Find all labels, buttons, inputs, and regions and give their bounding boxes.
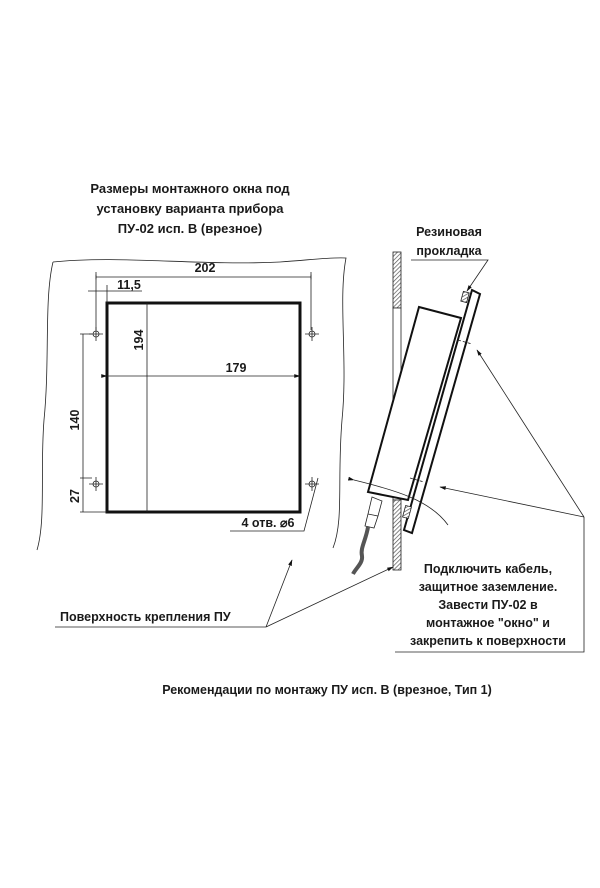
title-line-1: Размеры монтажного окна под xyxy=(90,181,290,196)
surface-label: Поверхность крепления ПУ xyxy=(60,610,231,624)
instruction-leaders xyxy=(395,349,585,653)
holes-note: 4 отв. ⌀6 xyxy=(242,516,295,530)
dim-179: 179 xyxy=(226,361,247,375)
caption: Рекомендации по монтажу ПУ исп. В (врезн… xyxy=(162,683,492,697)
instructions: Подключить кабель, защитное заземление. … xyxy=(410,562,566,648)
hole-icon xyxy=(89,477,103,491)
surface-outline xyxy=(36,257,347,551)
title-line-2: установку варианта прибора xyxy=(96,201,284,216)
instruction-line-1: Подключить кабель, xyxy=(424,562,552,576)
dim-27: 27 xyxy=(68,489,82,503)
title-line-3: ПУ-02 исп. В (врезное) xyxy=(118,221,262,236)
gasket-label-line-2: прокладка xyxy=(416,244,482,258)
hole-icon xyxy=(305,477,319,491)
instruction-line-4: монтажное "окно" и xyxy=(426,616,550,630)
instruction-line-5: закрепить к поверхности xyxy=(410,634,566,648)
dim-140: 140 xyxy=(68,410,82,431)
dimension-lines xyxy=(80,272,319,532)
dim-202: 202 xyxy=(195,261,216,275)
dim-11-5: 11,5 xyxy=(117,278,141,292)
hole-icon xyxy=(305,327,319,341)
instruction-line-2: защитное заземление. xyxy=(419,580,558,594)
mounting-holes xyxy=(89,327,319,491)
surface-leaders xyxy=(55,559,394,628)
window-title: Размеры монтажного окна под установку ва… xyxy=(90,181,290,236)
gasket-leader xyxy=(411,259,489,292)
mounting-window xyxy=(105,301,302,514)
gasket-label-line-1: Резиновая xyxy=(416,225,482,239)
dim-194: 194 xyxy=(132,330,146,351)
instruction-line-3: Завести ПУ-02 в xyxy=(438,598,538,612)
device-pu-02 xyxy=(351,288,482,575)
